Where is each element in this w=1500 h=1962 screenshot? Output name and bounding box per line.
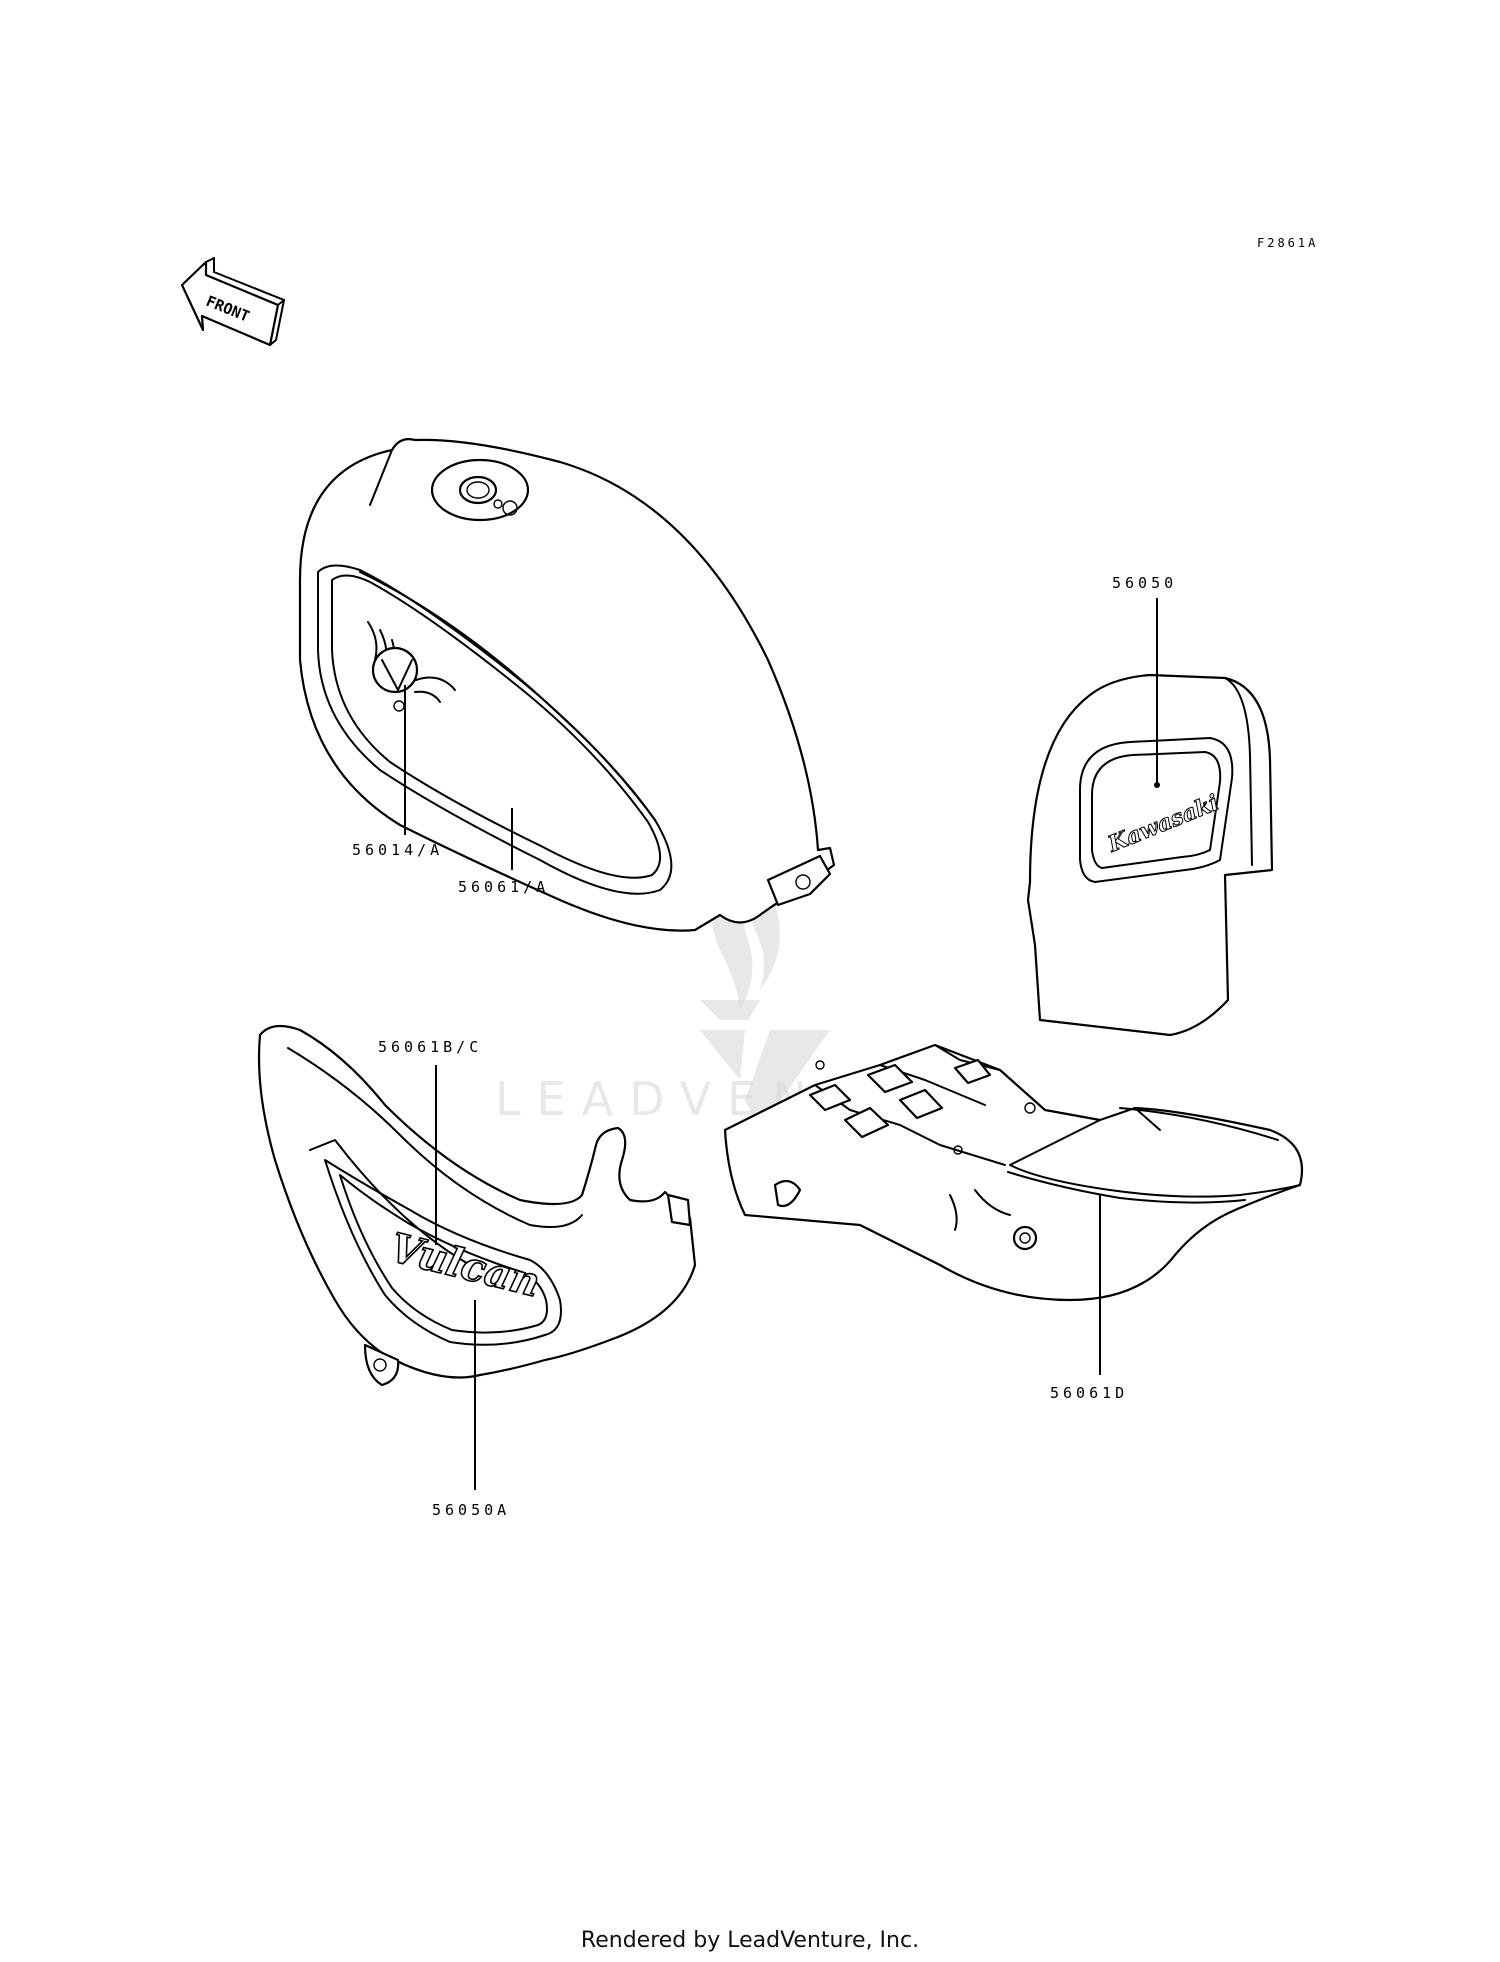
callout-side-cover-stripe: 56061B/C: [378, 1038, 482, 1056]
backrest-pad: Kawasaki: [1026, 673, 1274, 1037]
callout-tank-emblem: 56014/A: [352, 841, 443, 859]
callout-side-cover-emblem: 56050A: [432, 1501, 510, 1519]
side-cover: Vulcan: [257, 1024, 697, 1387]
callout-fender-stripe: 56061D: [1050, 1384, 1128, 1402]
rear-fender: [723, 1043, 1304, 1302]
callout-backrest-emblem: 56050: [1112, 574, 1177, 592]
callout-tank-stripe: 56061/A: [458, 878, 549, 896]
diagram-code: F2861A: [1257, 236, 1318, 250]
fuel-tank: [298, 438, 836, 932]
footer-credit: Rendered by LeadVenture, Inc.: [580, 1928, 920, 1953]
front-arrow-icon: FRONT: [180, 257, 285, 347]
